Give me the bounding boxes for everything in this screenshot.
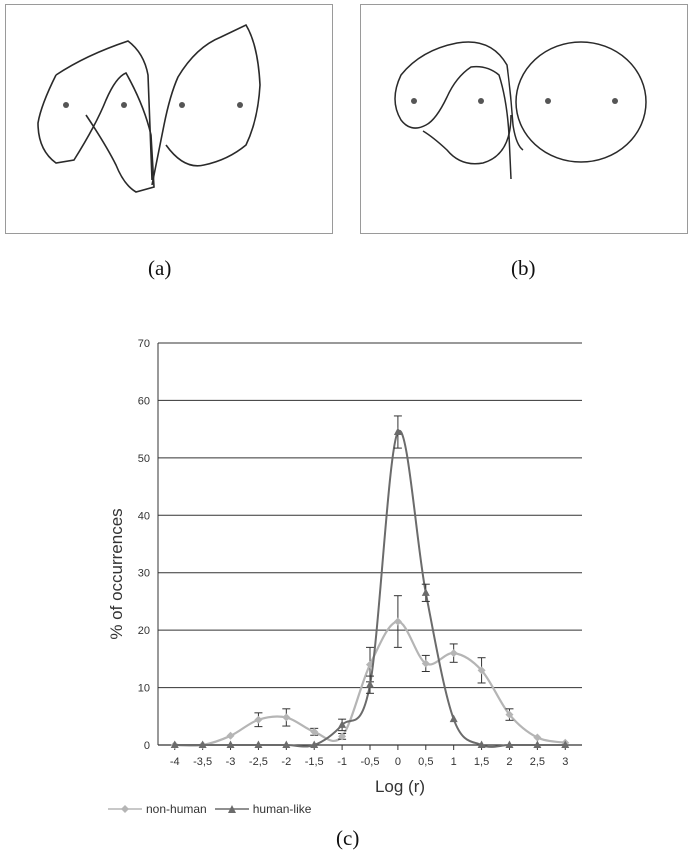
series-layer: [170, 415, 570, 749]
pole-dot: [63, 102, 69, 108]
pole-dot: [411, 98, 417, 104]
data-point-human-like: [421, 588, 430, 596]
panel-b: [360, 4, 688, 234]
data-point-non-human: [338, 732, 347, 741]
trajectory-path-b1: [394, 41, 524, 180]
data-point-human-like: [393, 427, 402, 436]
trajectory-path-a2: [55, 40, 153, 181]
y-tick-label: 0: [144, 740, 150, 752]
x-tick-label: -4: [170, 756, 180, 768]
y-tick-label: 10: [138, 683, 150, 695]
data-point-non-human: [393, 617, 402, 626]
y-tick-label: 50: [138, 453, 150, 465]
data-point-non-human: [282, 713, 291, 722]
y-tick-label: 60: [138, 395, 150, 407]
data-point-non-human: [505, 710, 514, 719]
pole-dot: [121, 102, 127, 108]
x-axis-label: Log (r): [375, 777, 425, 796]
y-tick-label: 30: [138, 568, 150, 580]
x-tick-label: 1,5: [474, 756, 489, 768]
data-point-human-like: [561, 740, 570, 748]
trajectory-path-b2: [422, 114, 512, 165]
trajectory-loop-b3: [515, 41, 647, 163]
x-tick-label: -2,5: [249, 756, 268, 768]
pole-dot: [612, 98, 618, 104]
data-point-non-human: [533, 733, 542, 742]
trajectory-drawing-a: [37, 23, 261, 193]
data-point-non-human: [449, 649, 458, 658]
data-point-non-human: [421, 659, 430, 668]
y-axis-label: % of occurrences: [107, 508, 126, 639]
legend-item-non-human: non-human: [108, 802, 207, 816]
data-point-non-human: [226, 731, 235, 740]
x-tick-label: -3: [226, 756, 236, 768]
x-tick-label: 2,5: [530, 756, 545, 768]
data-point-human-like: [198, 740, 207, 748]
x-tick-label: 3: [562, 756, 568, 768]
x-tick-label: 2: [506, 756, 512, 768]
pole-dot: [179, 102, 185, 108]
x-tick-label: 1: [451, 756, 457, 768]
pole-dot: [545, 98, 551, 104]
pole-dot: [478, 98, 484, 104]
data-point-human-like: [282, 740, 291, 748]
trajectory-drawing-b: [394, 41, 647, 180]
y-tick-label: 20: [138, 625, 150, 637]
caption-c: (c): [336, 826, 360, 850]
data-point-human-like: [310, 740, 319, 748]
data-point-non-human: [254, 715, 263, 724]
x-tick-label: 0,5: [418, 756, 433, 768]
data-point-human-like: [477, 740, 486, 748]
x-tick-label: 0: [395, 756, 401, 768]
data-point-non-human: [310, 727, 319, 736]
data-point-human-like: [449, 714, 458, 723]
data-point-human-like: [366, 680, 374, 688]
data-point-human-like: [226, 740, 235, 748]
legend-label-human-like: human-like: [252, 802, 312, 816]
x-tick-label: -3,5: [193, 756, 212, 768]
data-point-human-like: [505, 740, 514, 748]
data-point-human-like: [533, 740, 542, 748]
x-tick-label: -1: [337, 756, 347, 768]
trajectory-path-a1: [37, 71, 155, 193]
x-tick-label: -0,5: [361, 756, 380, 768]
trajectory-path-a3: [151, 23, 261, 186]
series-line-human-like: [174, 429, 566, 748]
legend-swatch-human-like: [214, 805, 249, 813]
data-point-human-like: [338, 720, 347, 728]
data-point-human-like: [254, 740, 263, 748]
chart-legend: non-human human-like: [108, 802, 319, 816]
data-point-non-human: [477, 666, 486, 675]
caption-b: (b): [511, 256, 536, 280]
legend-label-non-human: non-human: [146, 802, 207, 816]
caption-a: (a): [148, 256, 172, 280]
legend-swatch-non-human: [108, 805, 142, 813]
x-tick-label: -2: [281, 756, 291, 768]
x-tick-label: -1,5: [305, 756, 324, 768]
data-point-human-like: [170, 740, 179, 748]
pole-dot: [237, 102, 243, 108]
y-tick-label: 40: [138, 510, 150, 522]
panel-a: [5, 4, 333, 234]
y-tick-label: 70: [138, 338, 150, 350]
legend-item-human-like: human-like: [214, 802, 312, 816]
